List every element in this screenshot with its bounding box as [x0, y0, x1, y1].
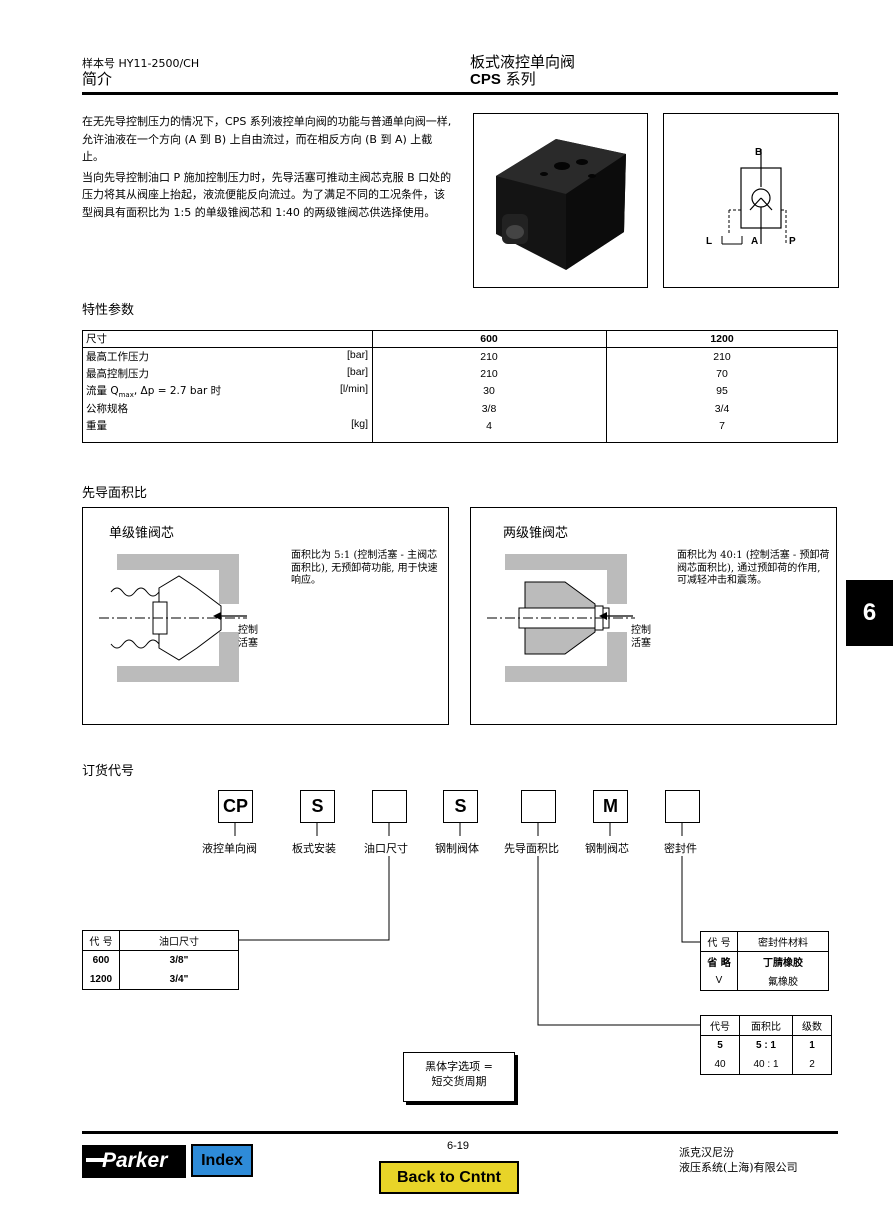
port-size-table: 代 号 油口尺寸 600 3/8" 1200 3/4" — [82, 930, 239, 990]
ordering-title: 订货代号 — [82, 764, 135, 779]
header-rule — [82, 92, 838, 95]
specs-col-size: 尺寸 — [82, 330, 372, 348]
single-piston-label: 控制活塞 — [238, 625, 258, 649]
specs-table: 尺寸 600 1200 最高工作压力[bar] 210 210 最高控制压力[b… — [82, 330, 838, 434]
port-p-label: P — [789, 236, 796, 247]
code-label-port-size: 油口尺寸 — [364, 842, 408, 855]
table-row: 最高控制压力[bar] 210 70 — [86, 366, 728, 380]
table-row: 省 略 丁腈橡胶 — [700, 951, 829, 971]
company-name-1: 派克汉尼汾 — [679, 1146, 734, 1159]
single-stage-desc: 面积比为 5:1 (控制活塞 - 主阀芯面积比), 无预卸荷功能, 用于快速响应… — [291, 550, 438, 586]
intro-text: 在无先导控制压力的情况下，CPS 系列液控单向阀的功能与普通单向阀一样,允许油液… — [82, 113, 454, 221]
pilot-title: 先导面积比 — [82, 486, 148, 501]
specs-col-600: 600 — [372, 330, 606, 348]
code-label-ratio: 先导面积比 — [504, 842, 559, 855]
check-valve-symbol — [721, 149, 787, 245]
table-row: V 氟橡胶 — [700, 971, 829, 991]
code-label-mounting: 板式安装 — [292, 842, 336, 855]
table-row: 重量[kg] 4 7 — [86, 418, 725, 433]
pilot-arrow-icon — [599, 612, 633, 620]
table-row: 600 3/8" — [82, 950, 239, 970]
code-box-mounting: S — [300, 790, 335, 823]
company-name-2: 液压系统(上海)有限公司 — [679, 1161, 798, 1174]
code-box-ratio — [521, 790, 556, 823]
catalog-number: 样本号 HY11-2500/CH — [82, 57, 200, 70]
valve-photo-illustration — [496, 139, 626, 270]
code-box-port-size — [372, 790, 407, 823]
table-row: 40 40 : 1 2 — [700, 1055, 832, 1075]
port-l-label: L — [706, 236, 713, 247]
table-row: 流量 Qmax, Δp = 2.7 bar 时[l/min] 30 95 — [86, 383, 728, 400]
series-title: CPS 系列 — [470, 70, 536, 88]
product-photo — [473, 113, 648, 288]
hydraulic-symbol: B L A P — [663, 113, 839, 288]
bold-options-note: 黑体字选项 = 短交货周期 — [403, 1052, 515, 1102]
index-button[interactable]: Index — [191, 1144, 253, 1177]
intro-paragraph-2: 当向先导控制油口 P 施加控制压力时，先导活塞可推动主阀芯克服 B 口处的压力将… — [82, 170, 452, 219]
code-label-spool: 钢制阀芯 — [585, 842, 629, 855]
area-ratio-table: 代号 面积比 级数 5 5 : 1 1 40 40 : 1 2 — [700, 1015, 832, 1075]
two-stage-desc: 面积比为 40:1 (控制活塞 - 预卸荷阀芯面积比), 通过预卸荷的作用, 可… — [677, 550, 830, 586]
two-stage-section-drawing — [487, 554, 635, 682]
back-to-contents-button[interactable]: Back to Cntnt — [379, 1161, 519, 1194]
single-stage-title: 单级锥阀芯 — [109, 526, 175, 541]
two-stage-title: 两级锥阀芯 — [503, 526, 569, 541]
table-row: 公称规格 3/8 3/4 — [86, 402, 730, 416]
code-box-cp: CP — [218, 790, 253, 823]
code-box-spool: M — [593, 790, 628, 823]
specs-col-1200: 1200 — [606, 330, 838, 348]
seal-table: 代 号 密封件材料 省 略 丁腈橡胶 V 氟橡胶 — [700, 931, 829, 991]
two-stage-panel: 两级锥阀芯 控制活塞 面积比为 40:1 (控制活塞 - 预卸荷阀芯面积比), … — [470, 507, 837, 725]
port-a-label: A — [751, 236, 759, 247]
code-box-seal — [665, 790, 700, 823]
code-box-body: S — [443, 790, 478, 823]
single-stage-section-drawing — [99, 554, 247, 682]
pilot-arrow-icon — [213, 612, 247, 620]
product-title: 板式液控单向阀 — [470, 53, 576, 71]
port-b-label: B — [755, 147, 763, 158]
code-label-seal: 密封件 — [664, 842, 697, 855]
intro-paragraph-1: 在无先导控制压力的情况下，CPS 系列液控单向阀的功能与普通单向阀一样,允许油液… — [82, 115, 452, 163]
parker-logo: Parker — [82, 1145, 186, 1178]
code-label-body: 钢制阀体 — [435, 842, 479, 855]
table-row: 1200 3/4" — [82, 970, 239, 990]
section-title: 简介 — [82, 70, 113, 88]
footer-rule — [82, 1131, 838, 1134]
code-label-cp: 液控单向阀 — [202, 842, 257, 855]
single-stage-panel: 单级锥阀芯 控制活塞 面积比为 5:1 (控制活塞 - 主阀芯面积比), 无预卸… — [82, 507, 449, 725]
two-stage-piston-label: 控制活塞 — [631, 625, 651, 649]
chapter-tab[interactable]: 6 — [846, 580, 893, 646]
table-row: 最高工作压力[bar] 210 210 — [86, 349, 731, 363]
specs-title: 特性参数 — [82, 303, 135, 318]
table-row: 5 5 : 1 1 — [700, 1035, 832, 1055]
page-number: 6-19 — [447, 1140, 470, 1152]
